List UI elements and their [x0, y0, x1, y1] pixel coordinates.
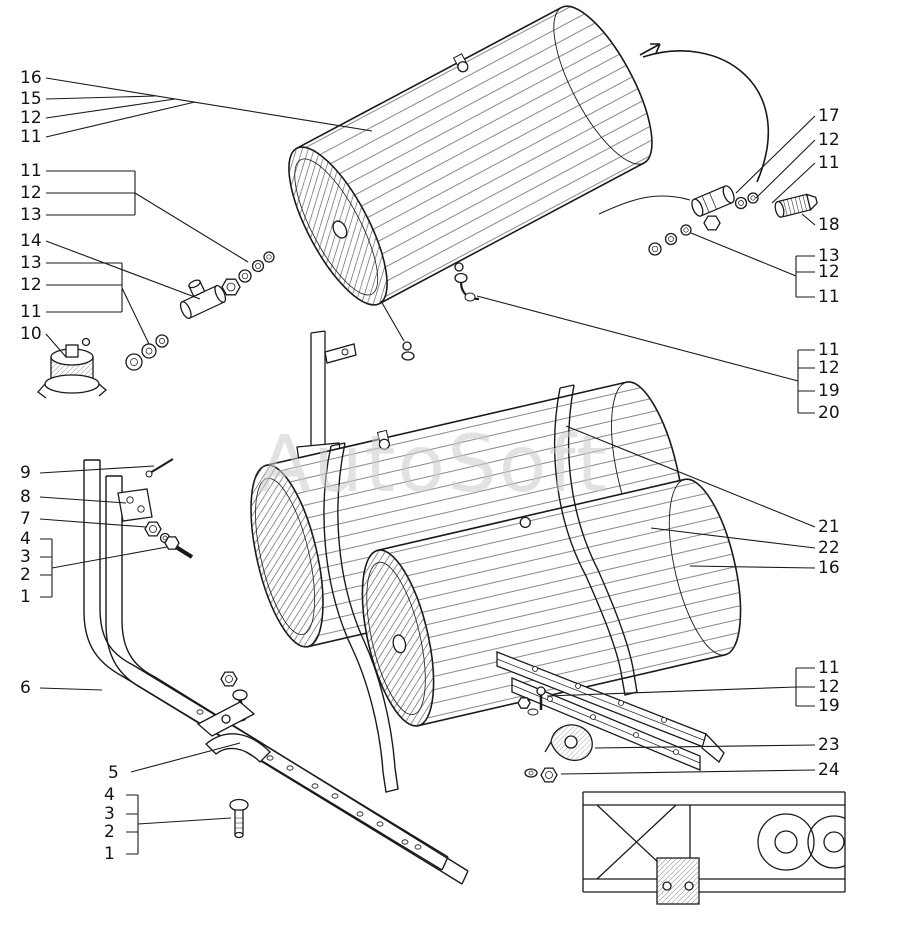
callout-1: 1 [20, 587, 31, 607]
callout-12: 12 [20, 108, 42, 128]
callout-16: 16 [818, 558, 840, 578]
plug-fitting-18 [774, 193, 818, 218]
callout-11: 11 [818, 153, 840, 173]
callout-7: 7 [20, 509, 31, 529]
front-reservoir [361, 478, 742, 727]
callout-13: 13 [20, 205, 42, 225]
drain-fitting [380, 300, 415, 361]
callout-21: 21 [818, 517, 840, 537]
callout-2: 2 [104, 822, 115, 842]
washers-right [648, 192, 759, 256]
brake-valve [37, 337, 107, 399]
support-bracket-23 [544, 724, 593, 761]
callout-13: 13 [818, 246, 840, 266]
connector-fitting-17 [691, 185, 735, 217]
nuts-24 [524, 767, 558, 783]
bolt-lower [229, 798, 249, 839]
bracket-hardware [117, 458, 194, 559]
callout-11: 11 [20, 161, 42, 181]
frame-crossmember [582, 791, 846, 905]
callout-12: 12 [818, 358, 840, 378]
callout-12: 12 [20, 183, 42, 203]
callout-19: 19 [818, 696, 840, 716]
callout-6: 6 [20, 678, 31, 698]
callout-15: 15 [20, 89, 42, 109]
callout-11: 11 [818, 658, 840, 678]
callout-19: 19 [818, 381, 840, 401]
elbow-fitting [454, 262, 480, 302]
callout-11: 11 [20, 127, 42, 147]
callout-22: 22 [818, 538, 840, 558]
callout-11: 11 [20, 302, 42, 322]
clamp-assembly [196, 671, 271, 763]
callout-9: 9 [20, 463, 31, 483]
callout-2: 2 [20, 565, 31, 585]
callout-3: 3 [104, 804, 115, 824]
callout-12: 12 [818, 262, 840, 282]
callout-12: 12 [818, 130, 840, 150]
tee-fitting [179, 279, 227, 320]
callout-24: 24 [818, 760, 840, 780]
callout-8: 8 [20, 487, 31, 507]
leader-lines [39, 77, 816, 855]
callout-3: 3 [20, 547, 31, 567]
callout-16: 16 [20, 68, 42, 88]
callout-14: 14 [20, 231, 42, 251]
callout-11: 11 [818, 340, 840, 360]
callout-10: 10 [20, 324, 42, 344]
callout-18: 18 [818, 215, 840, 235]
support-post [296, 330, 357, 462]
rail-bolt [517, 686, 546, 716]
fitting-washers [125, 251, 275, 371]
top-reservoir [288, 5, 653, 306]
long-support-brackets [83, 459, 469, 885]
callout-20: 20 [818, 403, 840, 423]
callout-12: 12 [818, 677, 840, 697]
air-hose [598, 43, 770, 215]
callout-5: 5 [108, 763, 119, 783]
callout-4: 4 [104, 785, 115, 805]
callout-11: 11 [818, 287, 840, 307]
mounting-straps [323, 384, 638, 793]
callout-12: 12 [20, 275, 42, 295]
callout-23: 23 [818, 735, 840, 755]
callout-4: 4 [20, 529, 31, 549]
callout-13: 13 [20, 253, 42, 273]
callout-1: 1 [104, 844, 115, 864]
callout-17: 17 [818, 106, 840, 126]
